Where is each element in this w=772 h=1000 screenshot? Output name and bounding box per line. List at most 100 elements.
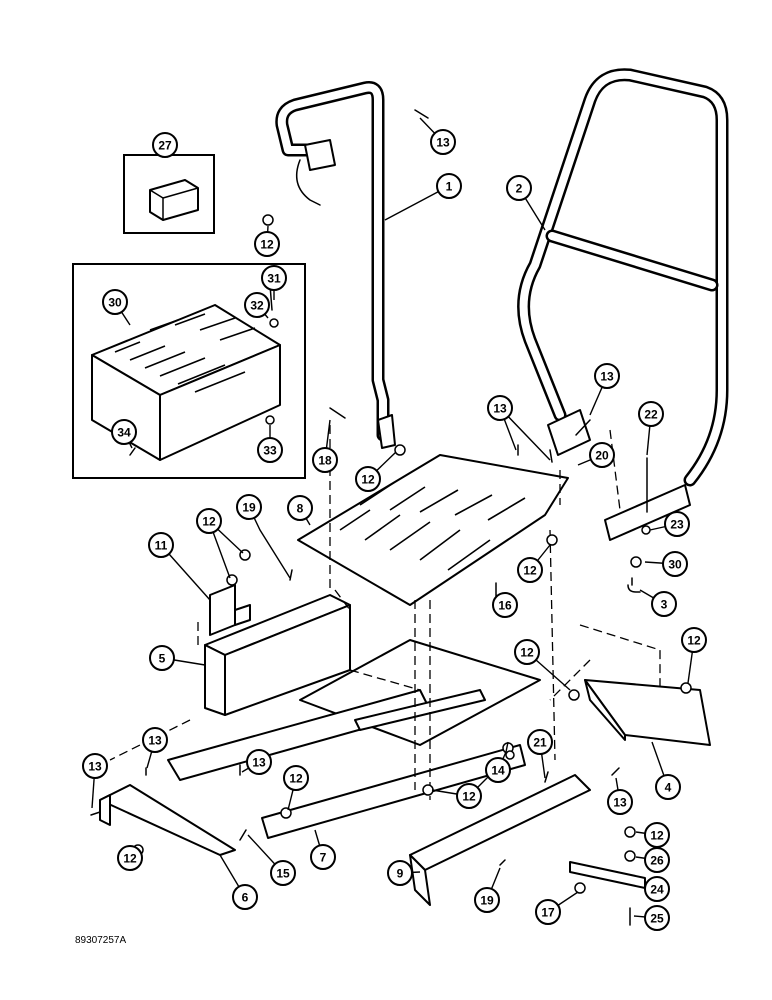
callout-circle <box>270 860 296 886</box>
callout-31: 31 <box>261 265 287 291</box>
callout-17: 17 <box>535 899 561 925</box>
callout-12: 12 <box>514 639 540 665</box>
callout-circle <box>387 860 413 886</box>
hidden-lines <box>109 425 661 800</box>
screw-icon <box>129 447 136 456</box>
callout-circle <box>149 645 175 671</box>
callout-label: 17 <box>541 906 555 920</box>
callout-6: 6 <box>232 884 258 910</box>
nut-icon <box>680 682 692 694</box>
callout-27: 27 <box>152 132 178 158</box>
callout-label: 12 <box>260 238 274 252</box>
callout-circle <box>527 729 553 755</box>
callout-label: 24 <box>650 883 664 897</box>
washer-icon <box>505 750 515 760</box>
callout-circle <box>492 592 518 618</box>
callout-12: 12 <box>117 845 143 871</box>
plate-4 <box>584 679 711 746</box>
callout-label: 22 <box>644 408 658 422</box>
callout-circle <box>82 753 108 779</box>
callout-12: 12 <box>456 783 482 809</box>
callout-9: 9 <box>387 860 413 886</box>
callout-circle <box>655 774 681 800</box>
callout-30: 30 <box>102 289 128 315</box>
callout-label: 12 <box>687 634 701 648</box>
callout-label: 12 <box>462 790 476 804</box>
callout-label: 13 <box>493 402 507 416</box>
callout-circle <box>664 511 690 537</box>
callout-13: 13 <box>142 727 168 753</box>
callout-circle <box>644 876 670 902</box>
washer-icon <box>269 318 279 328</box>
callout-label: 11 <box>155 539 168 553</box>
washer-icon <box>630 556 642 568</box>
callout-label: 14 <box>491 764 505 778</box>
callout-circle <box>254 231 280 257</box>
callout-14: 14 <box>485 757 511 783</box>
callout-33: 33 <box>257 437 283 463</box>
callout-circle <box>244 292 270 318</box>
callout-circle <box>517 557 543 583</box>
handrail-right <box>517 68 729 541</box>
callout-label: 25 <box>650 912 664 926</box>
callout-label: 6 <box>242 891 249 905</box>
j-bolt-icon <box>627 577 641 593</box>
callout-circle <box>651 591 677 617</box>
callout-circle <box>506 175 532 201</box>
callout-circle <box>236 494 262 520</box>
callout-label: 2 <box>516 182 523 196</box>
callout-label: 13 <box>148 734 162 748</box>
callout-12: 12 <box>254 231 280 257</box>
callout-12: 12 <box>283 765 309 791</box>
bolt-icon <box>90 764 620 841</box>
callout-circle <box>430 129 456 155</box>
callout-circle <box>662 551 688 577</box>
callout-label: 27 <box>158 139 172 153</box>
callout-label: 19 <box>242 501 256 515</box>
callout-circle <box>261 265 287 291</box>
callout-3: 3 <box>651 591 677 617</box>
callout-label: 20 <box>595 449 609 463</box>
callout-circle <box>310 844 336 870</box>
callout-label: 21 <box>533 736 547 750</box>
callout-11: 11 <box>148 532 174 558</box>
callout-circle <box>644 905 670 931</box>
callout-label: 12 <box>523 564 537 578</box>
callout-label: 1 <box>446 180 453 194</box>
bolt-icon <box>499 457 648 926</box>
nut-icon <box>394 444 406 456</box>
callout-circle <box>436 173 462 199</box>
nut-icon <box>422 784 434 796</box>
callout-label: 16 <box>498 599 512 613</box>
callout-15: 15 <box>270 860 296 886</box>
callout-label: 12 <box>123 852 137 866</box>
callout-circle <box>312 447 338 473</box>
nut-icon <box>265 415 275 425</box>
hardware <box>90 109 692 926</box>
callout-circle <box>355 466 381 492</box>
callout-circle <box>148 532 174 558</box>
callout-label: 7 <box>320 851 327 865</box>
callout-25: 25 <box>644 905 670 931</box>
callout-34: 34 <box>111 419 137 445</box>
inset-detail-27 <box>123 154 215 234</box>
callout-circle <box>102 289 128 315</box>
callout-label: 3 <box>661 598 668 612</box>
callout-circle <box>485 757 511 783</box>
callout-18: 18 <box>312 447 338 473</box>
callout-20: 20 <box>589 442 615 468</box>
callout-13: 13 <box>594 363 620 389</box>
nut-icon <box>226 574 238 586</box>
callout-1: 1 <box>436 173 462 199</box>
callout-label: 23 <box>670 518 684 532</box>
callout-label: 9 <box>397 867 404 881</box>
callout-label: 30 <box>668 558 682 572</box>
callout-circle <box>117 845 143 871</box>
callout-circle <box>246 749 272 775</box>
callout-label: 13 <box>88 760 102 774</box>
callout-5: 5 <box>149 645 175 671</box>
callout-19: 19 <box>236 494 262 520</box>
callout-circle <box>594 363 620 389</box>
